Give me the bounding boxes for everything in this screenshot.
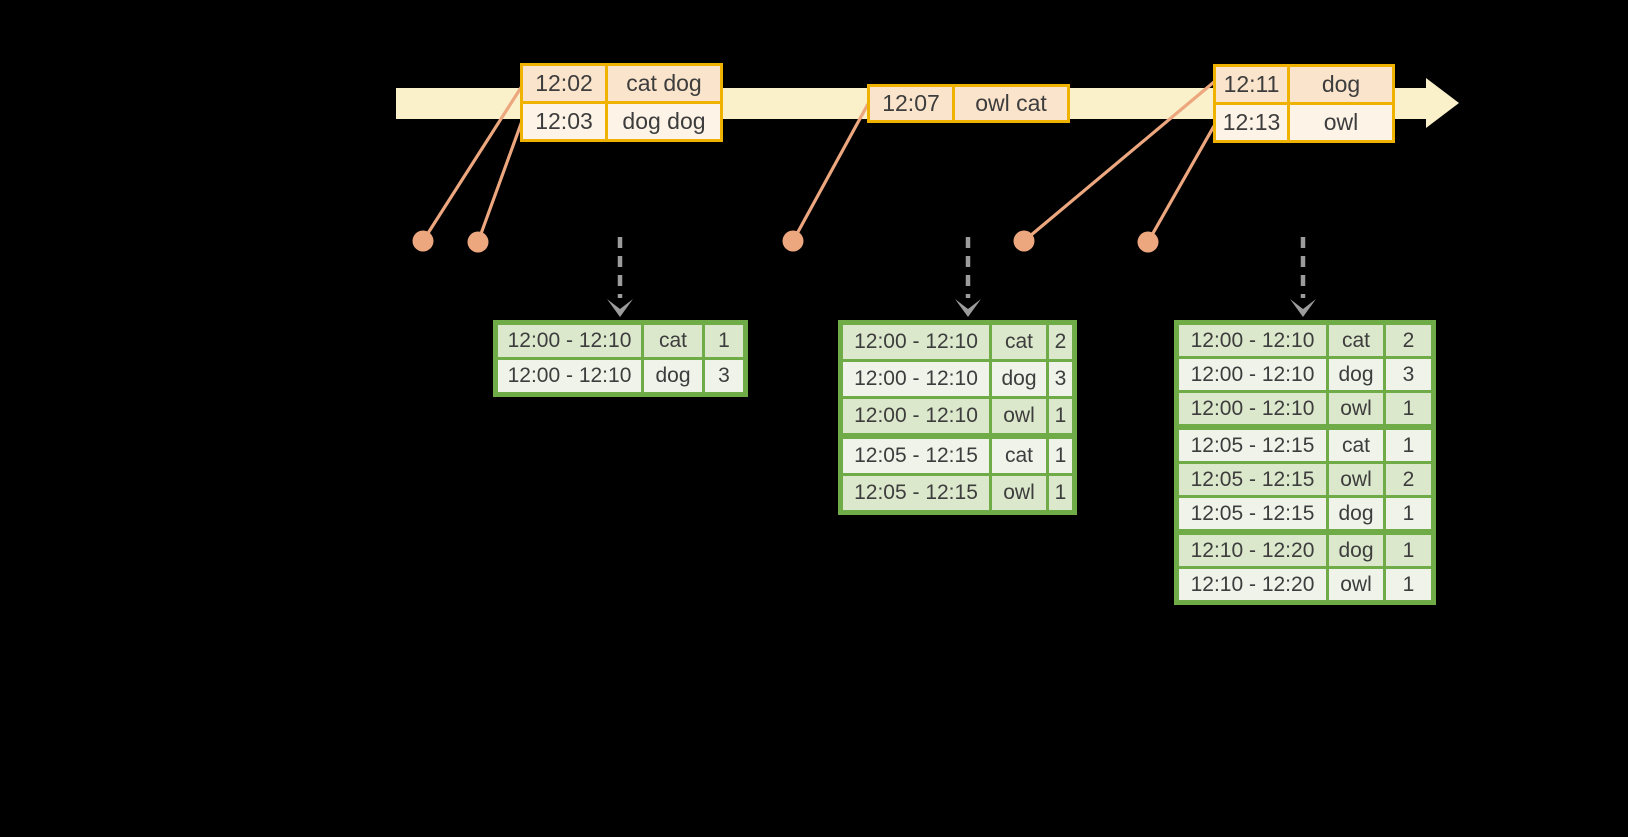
result-count-cell: 2 [1046,325,1072,359]
result-word-cell: dog [1326,498,1383,529]
result-count-cell: 3 [1046,362,1072,396]
event-words-cell: dog [1287,67,1392,102]
event-time-cell: 12:03 [535,108,593,134]
event-time-cell: 12:11 [1223,71,1280,97]
event-time-cell: 12:13 [1222,109,1281,135]
result-count-cell: 3 [1383,359,1431,390]
result-word-cell: owl [989,399,1046,433]
result-word-cell: dog [1326,359,1383,390]
event-row: 12:07 owl cat [870,87,1067,120]
result-word-cell: owl [989,476,1046,510]
result-count-cell: 1 [702,325,743,357]
event-row: 12:03 dog dog [523,101,720,139]
event-table-1: 12:02 cat dog 12:03 dog dog [520,63,723,142]
event-words-cell: cat dog [605,66,720,101]
result-window-cell: 12:00 - 12:10 [854,367,978,390]
event-dot-icon [412,230,434,252]
result-window-cell: 12:05 - 12:15 [854,444,978,467]
result-count-cell: 1 [1383,498,1431,529]
result-word-cell: cat [641,325,702,357]
result-count-cell: 1 [1046,439,1072,473]
result-window-cell: 12:10 - 12:20 [1190,572,1315,596]
event-connector-line [791,103,870,242]
event-table-2: 12:07 owl cat [867,84,1070,123]
result-window-cell: 12:00 - 12:10 [1190,362,1315,386]
event-words-cell: owl [1287,105,1392,140]
event-words-cell: owl cat [952,87,1067,120]
event-dot-icon [1137,231,1159,253]
trigger-arrowhead-icon [607,299,633,317]
result-window-cell: 12:00 - 12:10 [854,330,978,353]
result-count-cell: 1 [1046,476,1072,510]
event-connector-line [1146,125,1216,243]
result-window-cell: 12:10 - 12:20 [1190,538,1315,562]
result-window-cell: 12:05 - 12:15 [854,481,978,504]
result-count-cell: 1 [1383,569,1431,600]
result-word-cell: owl [1326,393,1383,424]
event-row: 12:02 cat dog [523,66,720,101]
result-window-cell: 12:00 - 12:10 [1190,328,1315,352]
result-word-cell: cat [1326,325,1383,356]
result-word-cell: owl [1326,569,1383,600]
result-window-cell: 12:05 - 12:15 [1190,433,1315,457]
result-word-cell: dog [989,362,1046,396]
event-row: 12:11 dog [1216,67,1392,102]
result-window-cell: 12:00 - 12:10 [854,404,978,427]
event-time-cell: 12:07 [882,90,940,116]
trigger-arrowhead-icon [1290,299,1316,317]
event-dot-icon [782,230,804,252]
result-word-cell: cat [1326,430,1383,461]
result-count-cell: 2 [1383,464,1431,495]
result-window-cell: 12:05 - 12:15 [1190,501,1315,525]
event-dot-icon [467,231,489,253]
event-words-cell: dog dog [605,104,720,139]
result-count-cell: 1 [1046,399,1072,433]
result-window-cell: 12:00 - 12:10 [507,364,632,387]
result-count-cell: 1 [1383,535,1431,566]
result-window-cell: 12:05 - 12:15 [1190,467,1315,491]
result-word-cell: owl [1326,464,1383,495]
result-window-cell: 12:00 - 12:10 [1190,396,1315,420]
timeline-arrowhead-icon [1426,78,1459,128]
trigger-arrowhead-icon [955,299,981,317]
result-count-cell: 1 [1383,430,1431,461]
event-time-cell: 12:02 [535,70,593,96]
result-count-cell: 3 [702,360,743,392]
result-count-cell: 2 [1383,325,1431,356]
result-window-cell: 12:00 - 12:10 [507,329,632,352]
result-word-cell: dog [1326,535,1383,566]
result-word-cell: cat [989,439,1046,473]
result-count-cell: 1 [1383,393,1431,424]
event-dot-icon [1013,230,1035,252]
result-word-cell: dog [641,360,702,392]
event-connector-line [476,120,524,243]
result-word-cell: cat [989,325,1046,359]
